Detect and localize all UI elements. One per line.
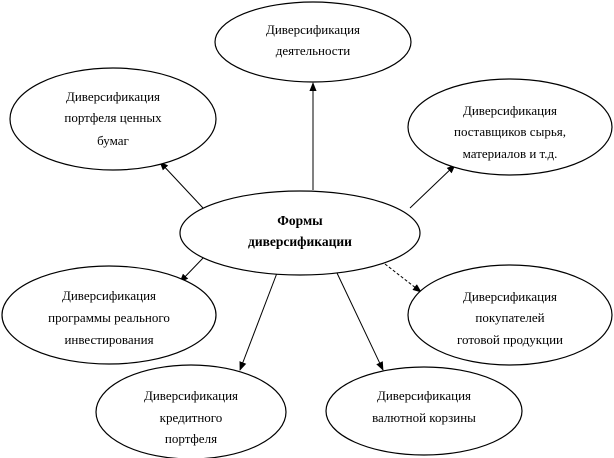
node-investment-line-3: инвестирования bbox=[64, 332, 153, 347]
edge-to-suppliers bbox=[409, 164, 456, 209]
node-credit-line-2: кредитного bbox=[160, 410, 223, 425]
node-currency-line-1: Диверсификация bbox=[377, 388, 471, 403]
node-credit-portfolio-diversification: Диверсификация кредитного портфеля bbox=[95, 364, 287, 458]
node-portfolio-line-2: портфеля ценных bbox=[64, 110, 162, 125]
node-real-investment-program-diversification: Диверсификация программы реального инвес… bbox=[1, 265, 217, 365]
edge-to-investment bbox=[179, 255, 206, 283]
node-securities-portfolio-diversification: Диверсификация портфеля ценных бумаг bbox=[9, 67, 217, 171]
node-suppliers-line-3: материалов и т.д. bbox=[463, 146, 558, 161]
node-credit-line-1: Диверсификация bbox=[144, 388, 238, 403]
node-currency-line-2: валютной корзины bbox=[372, 410, 476, 425]
node-activity-line-1: Диверсификация bbox=[266, 22, 360, 37]
center-line-2: диверсификации bbox=[248, 234, 352, 249]
node-currency-basket-diversification: Диверсификация валютной корзины bbox=[325, 366, 523, 456]
node-buyers-line-2: покупателей bbox=[475, 310, 544, 325]
node-suppliers-diversification: Диверсификация поставщиков сырья, матери… bbox=[407, 78, 613, 176]
node-activity-diversification: Диверсификация деятельности bbox=[214, 1, 412, 83]
node-suppliers-line-2: поставщиков сырья, bbox=[454, 124, 566, 139]
node-activity-line-2: деятельности bbox=[276, 43, 350, 58]
node-portfolio-line-3: бумаг bbox=[97, 133, 129, 148]
node-center-forms-of-diversification: Формы диверсификации bbox=[179, 190, 421, 276]
node-credit-line-3: портфеля bbox=[165, 431, 217, 446]
edge-to-buyers bbox=[384, 263, 422, 293]
edge-to-portfolio bbox=[159, 161, 204, 209]
node-investment-line-2: программы реального bbox=[48, 310, 170, 325]
edge-to-currency bbox=[336, 272, 384, 371]
node-buyers-line-3: готовой продукции bbox=[457, 332, 563, 347]
edge-to-credit bbox=[239, 272, 278, 371]
node-suppliers-line-1: Диверсификация bbox=[463, 103, 557, 118]
node-buyers-diversification: Диверсификация покупателей готовой проду… bbox=[407, 264, 613, 366]
node-portfolio-line-1: Диверсификация bbox=[66, 89, 160, 104]
center-line-1: Формы bbox=[277, 213, 323, 228]
node-investment-line-1: Диверсификация bbox=[62, 288, 156, 303]
node-buyers-line-1: Диверсификация bbox=[463, 289, 557, 304]
